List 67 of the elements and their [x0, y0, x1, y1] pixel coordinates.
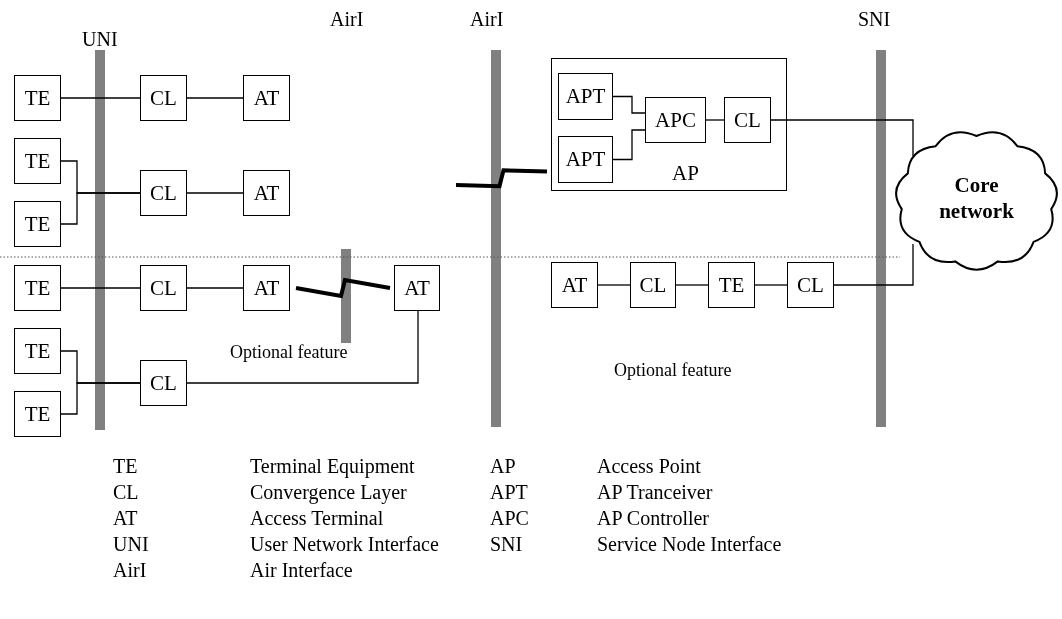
note-text: Optional feature — [614, 361, 732, 381]
definition-text: Access Point — [597, 455, 701, 477]
component-box: CL — [140, 170, 187, 216]
component-box: AT — [394, 265, 440, 311]
component-box: APT — [558, 136, 613, 183]
interface-label: SNI — [858, 8, 891, 30]
connector-line — [60, 97, 141, 99]
cloud-label: Core network — [938, 172, 1015, 225]
connector-line — [612, 129, 646, 161]
component-box: TE — [14, 138, 61, 184]
abbreviation-text: CL — [113, 481, 139, 503]
definition-text: Terminal Equipment — [250, 455, 415, 477]
component-box: TE — [14, 265, 61, 311]
component-box: AT — [243, 75, 290, 121]
definition-text: AP Tranceiver — [597, 481, 713, 503]
definition-text: Access Terminal — [250, 507, 384, 529]
connector-line — [186, 287, 244, 289]
abbreviation-text: UNI — [113, 533, 149, 555]
wireless-link-bolt — [295, 277, 391, 299]
definition-text: AP Controller — [597, 507, 710, 529]
connector-line — [833, 243, 914, 286]
connector-line — [60, 382, 141, 415]
component-box: CL — [630, 262, 676, 308]
component-box: TE — [708, 262, 755, 308]
interface-label: AirI — [330, 8, 364, 30]
component-box: AT — [243, 170, 290, 216]
connector-line — [597, 284, 631, 286]
component-box: CL — [724, 97, 771, 143]
component-box: AT — [243, 265, 290, 311]
connector-line — [60, 192, 141, 225]
connector-line — [186, 192, 244, 194]
connector-line — [186, 310, 419, 384]
abbreviation-text: SNI — [490, 533, 523, 555]
component-box: AT — [551, 262, 598, 308]
component-box: CL — [140, 75, 187, 121]
component-box: APC — [645, 97, 706, 143]
connector-line — [675, 284, 709, 286]
abbreviation-text: APT — [490, 481, 528, 503]
connector-line — [754, 284, 788, 286]
abbreviation-text: APC — [490, 507, 529, 529]
component-box: TE — [14, 201, 61, 247]
definition-text: Convergence Layer — [250, 481, 407, 503]
interface-label: AirI — [470, 8, 504, 30]
component-box: APT — [558, 73, 613, 120]
wireless-link-bolt — [455, 168, 548, 189]
abbreviation-text: AP — [490, 455, 516, 477]
definition-text: Air Interface — [250, 559, 353, 581]
note-text: Optional feature — [230, 343, 348, 363]
access-point-box — [551, 58, 787, 191]
component-box: CL — [140, 360, 187, 406]
component-box: TE — [14, 75, 61, 121]
component-box: CL — [140, 265, 187, 311]
component-box: TE — [14, 328, 61, 374]
definition-text: Service Node Interface — [597, 533, 782, 555]
component-box: CL — [787, 262, 834, 308]
abbreviation-text: AirI — [113, 559, 147, 581]
definition-text: User Network Interface — [250, 533, 439, 555]
connector-line — [770, 119, 914, 157]
abbreviation-text: AT — [113, 507, 138, 529]
interface-label: UNI — [82, 28, 118, 50]
component-box: TE — [14, 391, 61, 437]
connector-line — [186, 97, 244, 99]
connector-line — [705, 119, 725, 121]
connector-line — [612, 95, 646, 114]
abbreviation-text: TE — [113, 455, 138, 477]
box-label: AP — [672, 163, 699, 184]
connector-line — [60, 287, 141, 289]
